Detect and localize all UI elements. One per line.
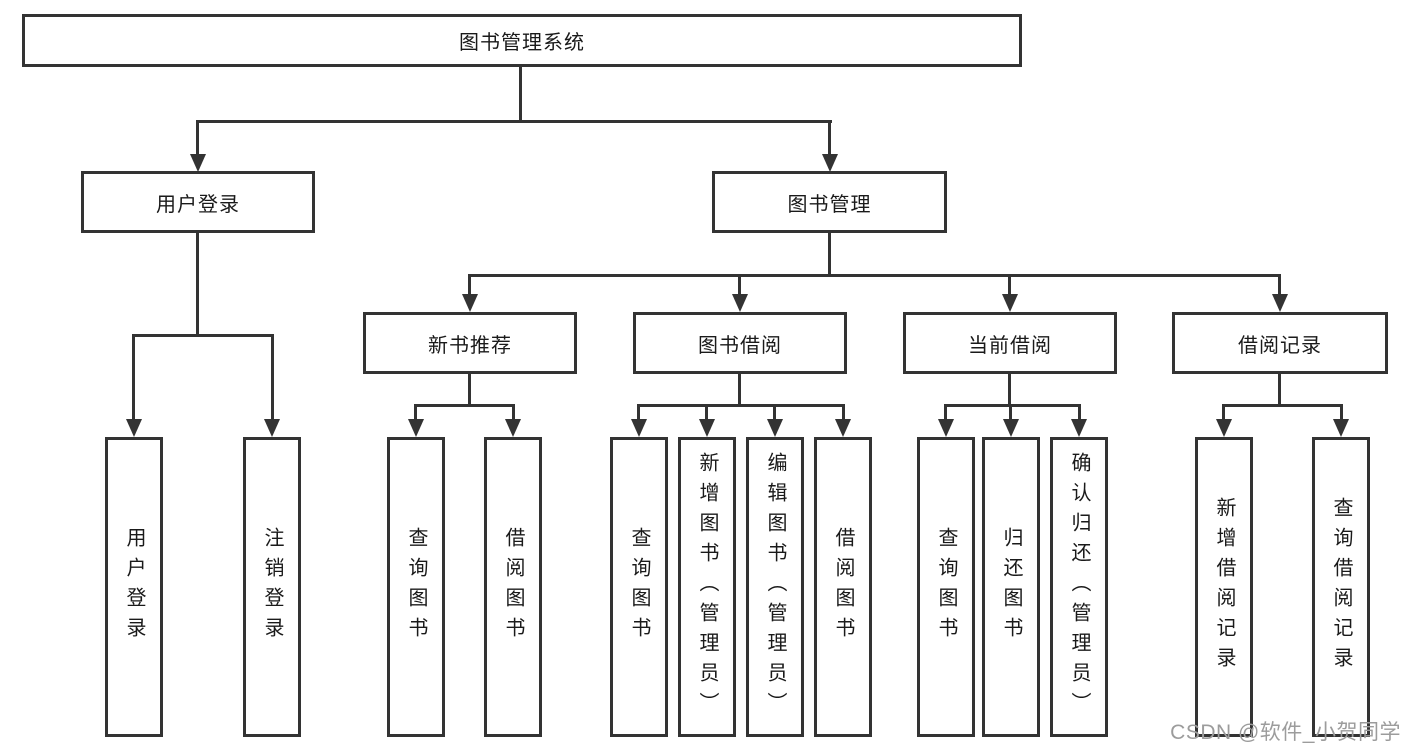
arrow-book-management [822, 154, 838, 172]
leaf-add-borrow-record: 新增借阅记录 [1195, 437, 1253, 737]
arrow-borrow-books-borrowing [835, 419, 851, 437]
leaf-return-books: 归还图书 [982, 437, 1040, 737]
arrow-confirm-return [1071, 419, 1087, 437]
arrow-query-books-recommend [408, 419, 424, 437]
connector-drop-add-borrow-record [1222, 404, 1225, 421]
connector-level3-rail [468, 274, 1281, 277]
leaf-label: 用户登录 [123, 527, 145, 647]
arrow-user-login [190, 154, 206, 172]
node-label: 新书推荐 [428, 334, 512, 357]
connector-level2-rail [197, 120, 832, 123]
arrow-new-book [462, 294, 478, 312]
arrow-add-borrow-record [1216, 419, 1232, 437]
connector-drop-query-borrow-record [1340, 404, 1343, 421]
connector-new-book-stem [468, 374, 471, 407]
arrow-book-borrowing [732, 294, 748, 312]
arrow-leaf-logout [264, 419, 280, 437]
connector-drop-query-books-recommend [414, 404, 417, 421]
leaf-label: 借阅图书 [832, 527, 854, 647]
leaf-user-login: 用户登录 [105, 437, 163, 737]
leaf-label: 归还图书 [1000, 527, 1022, 647]
connector-book-borrowing-stem [738, 374, 741, 407]
node-borrowing-records: 借阅记录 [1172, 312, 1388, 374]
leaf-label: 借阅图书 [502, 527, 524, 647]
connector-borrowing-records-stem [1278, 374, 1281, 407]
arrow-query-books-borrowing [631, 419, 647, 437]
leaf-query-books-recommend: 查询图书 [387, 437, 445, 737]
node-new-book-recommendation: 新书推荐 [363, 312, 577, 374]
connector-drop-new-book [468, 274, 471, 296]
connector-drop-borrow-books-recommend [512, 404, 515, 421]
connector-current-borrowing-rail [944, 404, 1081, 407]
connector-user-login-rail [132, 334, 274, 337]
node-book-management: 图书管理 [712, 171, 947, 233]
connector-drop-user-login [196, 120, 199, 156]
node-label: 用户登录 [156, 193, 240, 216]
connector-drop-book-management [828, 120, 831, 156]
connector-new-book-rail [414, 404, 515, 407]
node-label: 当前借阅 [968, 334, 1052, 357]
connector-drop-leaf-logout [271, 334, 274, 421]
connector-borrowing-records-rail [1222, 404, 1343, 407]
connector-drop-borrow-books-borrowing [842, 404, 845, 421]
node-current-borrowing: 当前借阅 [903, 312, 1117, 374]
arrow-borrow-books-recommend [505, 419, 521, 437]
connector-book-borrowing-rail [637, 404, 845, 407]
leaf-label: 查询图书 [935, 527, 957, 647]
leaf-label: 确认归还（管理员） [1068, 452, 1090, 722]
leaf-query-borrow-record: 查询借阅记录 [1312, 437, 1370, 737]
leaf-label: 新增图书（管理员） [696, 452, 718, 722]
node-label: 图书管理 [787, 193, 872, 216]
leaf-query-books-current: 查询图书 [917, 437, 975, 737]
connector-book-management-stem [828, 233, 831, 276]
csdn-watermark: CSDN @软件_小贺同学 [1170, 721, 1401, 744]
connector-drop-leaf-user-login [132, 334, 135, 421]
leaf-query-books-borrowing: 查询图书 [610, 437, 668, 737]
arrow-add-books [699, 419, 715, 437]
node-label: 图书借阅 [698, 334, 782, 357]
arrow-current-borrowing [1002, 294, 1018, 312]
leaf-add-books-admin: 新增图书（管理员） [678, 437, 736, 737]
arrow-borrowing-records [1272, 294, 1288, 312]
connector-drop-borrowing-records [1278, 274, 1281, 296]
arrow-return-books [1003, 419, 1019, 437]
node-label: 图书管理系统 [459, 32, 585, 54]
arrow-edit-books [767, 419, 783, 437]
leaf-borrow-books-recommend: 借阅图书 [484, 437, 542, 737]
leaf-label: 注销登录 [261, 527, 283, 647]
leaf-borrow-books-borrowing: 借阅图书 [814, 437, 872, 737]
node-user-login: 用户登录 [81, 171, 315, 233]
connector-drop-confirm-return [1078, 404, 1081, 421]
connector-root-stem [519, 67, 522, 122]
connector-user-login-stem [196, 233, 199, 336]
arrow-query-books-current [938, 419, 954, 437]
connector-drop-query-books-current [944, 404, 947, 421]
connector-drop-book-borrowing [738, 274, 741, 296]
connector-drop-current-borrowing [1008, 274, 1011, 296]
leaf-label: 查询图书 [628, 527, 650, 647]
leaf-label: 新增借阅记录 [1213, 497, 1235, 677]
connector-current-borrowing-stem [1008, 374, 1011, 407]
leaf-logout: 注销登录 [243, 437, 301, 737]
arrow-query-borrow-record [1333, 419, 1349, 437]
leaf-label: 查询图书 [405, 527, 427, 647]
leaf-label: 查询借阅记录 [1330, 497, 1352, 677]
leaf-confirm-return-admin: 确认归还（管理员） [1050, 437, 1108, 737]
node-label: 借阅记录 [1238, 334, 1322, 357]
connector-drop-edit-books [773, 404, 776, 421]
leaf-label: 编辑图书（管理员） [764, 452, 786, 722]
node-book-borrowing: 图书借阅 [633, 312, 847, 374]
leaf-edit-books-admin: 编辑图书（管理员） [746, 437, 804, 737]
connector-drop-add-books [705, 404, 708, 421]
connector-drop-query-books-borrowing [637, 404, 640, 421]
node-library-management-system: 图书管理系统 [22, 14, 1022, 67]
arrow-leaf-user-login [126, 419, 142, 437]
connector-drop-return-books [1009, 404, 1012, 421]
